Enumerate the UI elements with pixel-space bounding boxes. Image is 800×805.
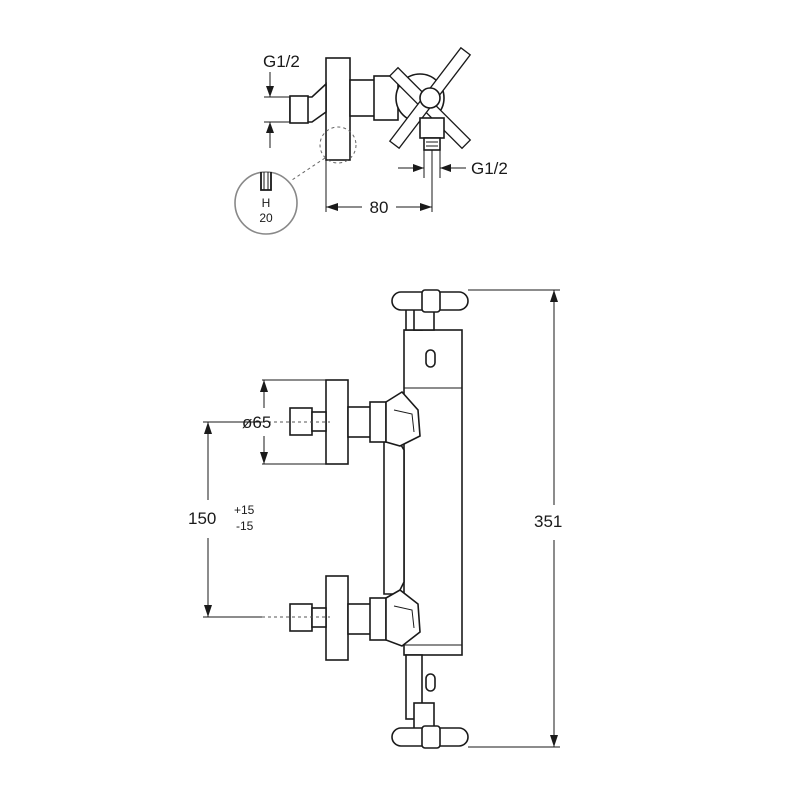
- front-view: ø65 150 +15 -15 351: [188, 289, 562, 749]
- detail-leader: [291, 157, 326, 181]
- lower-connector-nut: [369, 597, 387, 641]
- outlet-thread: [423, 137, 441, 151]
- outlet-nut: [419, 117, 445, 139]
- body-collar: [373, 75, 399, 121]
- lower-spindle-collar: [413, 702, 435, 730]
- lower-cross-handle: [391, 725, 469, 749]
- handle-hub: [419, 87, 441, 109]
- lower-indicator: [425, 673, 436, 692]
- inlet-spacing-tolerance-minus: -15: [236, 519, 254, 533]
- cross-handle: [388, 46, 472, 150]
- inlet-spacing-label: 150: [188, 509, 216, 528]
- inlet-spacing-tolerance-plus: +15: [234, 503, 255, 517]
- upper-connector-nut: [369, 401, 387, 443]
- inlet-nut: [289, 95, 309, 124]
- detail-letter: H: [262, 196, 271, 210]
- upper-elbow: [385, 390, 421, 447]
- upper-cross-handle: [391, 289, 469, 313]
- upper-handle-hub: [421, 289, 441, 313]
- offset-label: 80: [370, 198, 389, 217]
- wall-flange: [325, 57, 351, 161]
- inlet-bridge: [383, 439, 405, 595]
- upper-indicator: [425, 349, 436, 368]
- inlet-thread-label: G1/2: [263, 52, 300, 71]
- top-view: G1/2 G1/2 80 H 20: [234, 46, 508, 235]
- lower-escutcheon: [325, 575, 349, 661]
- detail-circle: [234, 171, 298, 235]
- lower-handle-hub: [421, 725, 441, 749]
- detail-slot: [260, 172, 272, 191]
- detail-value: 20: [259, 211, 273, 225]
- detail-marker-circle: [319, 126, 357, 164]
- overall-height-label: 351: [534, 512, 562, 531]
- outlet-thread-label: G1/2: [471, 159, 508, 178]
- lower-elbow: [385, 589, 421, 647]
